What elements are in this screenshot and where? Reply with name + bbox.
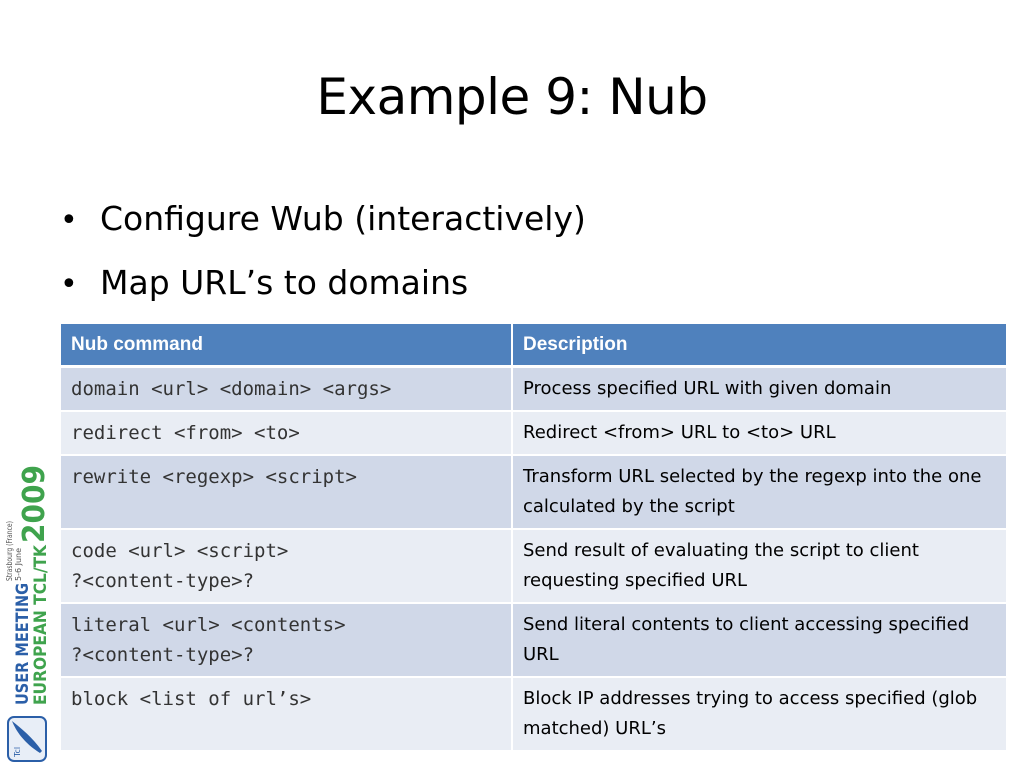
logo-line1: EUROPEAN TCL/TK <box>31 544 50 705</box>
logo-dates: 5-6 June <box>14 548 23 581</box>
tcl-feather-icon: Tcl <box>7 716 47 762</box>
command-line: domain <url> <domain> <args> <box>71 378 392 400</box>
command-line: rewrite <regexp> <script> <box>71 466 357 488</box>
command-line: ?<content-type>? <box>71 644 255 666</box>
command-line: block <list of url’s> <box>71 688 312 710</box>
bullet-list: • Configure Wub (interactively) • Map UR… <box>60 188 586 316</box>
table-row: code <url> <script> ?<content-type>? Sen… <box>61 529 1008 604</box>
logo-place: Strasbourg (France) <box>5 521 14 581</box>
table-row: domain <url> <domain> <args> Process spe… <box>61 366 1008 412</box>
column-header-description: Description <box>512 324 1008 368</box>
command-line: redirect <from> <to> <box>71 422 300 444</box>
command-line: literal <url> <contents> <box>71 614 346 636</box>
table-row: block <list of url’s> Block IP addresses… <box>61 677 1008 752</box>
bullet-item: • Map URL’s to domains <box>60 252 586 316</box>
command-cell: block <list of url’s> <box>61 677 513 752</box>
description-cell: Block IP addresses trying to access spec… <box>512 677 1008 752</box>
description-cell: Send result of evaluating the script to … <box>512 529 1008 604</box>
bullet-text: Configure Wub (interactively) <box>100 199 586 238</box>
table-row: rewrite <regexp> <script> Transform URL … <box>61 455 1008 530</box>
column-header-command: Nub command <box>61 324 513 368</box>
slide-title: Example 9: Nub <box>316 68 708 126</box>
bullet-dot-icon: • <box>60 203 78 238</box>
command-cell: literal <url> <contents> ?<content-type>… <box>61 603 513 678</box>
description-cell: Transform URL selected by the regexp int… <box>512 455 1008 530</box>
conference-logo: EUROPEAN TCL/TK USER MEETING 2009 Strasb… <box>5 465 50 762</box>
description-cell: Process specified URL with given domain <box>512 366 1008 412</box>
command-line: code <url> <script> <box>71 540 289 562</box>
table-header-row: Nub command Description <box>61 324 1008 368</box>
logo-line2: USER MEETING <box>13 583 33 705</box>
bullet-text: Map URL’s to domains <box>100 263 469 302</box>
logo-year: 2009 <box>17 465 50 543</box>
command-cell: domain <url> <domain> <args> <box>61 366 513 412</box>
logo-badge-text: Tcl <box>13 747 22 758</box>
command-cell: redirect <from> <to> <box>61 411 513 456</box>
table-row: literal <url> <contents> ?<content-type>… <box>61 603 1008 678</box>
bullet-item: • Configure Wub (interactively) <box>60 188 586 252</box>
nub-command-table: Nub command Description domain <url> <do… <box>61 324 1008 752</box>
command-cell: code <url> <script> ?<content-type>? <box>61 529 513 604</box>
description-cell: Send literal contents to client accessin… <box>512 603 1008 678</box>
command-cell: rewrite <regexp> <script> <box>61 455 513 530</box>
command-line: ?<content-type>? <box>71 570 255 592</box>
bullet-dot-icon: • <box>60 267 78 302</box>
description-cell: Redirect <from> URL to <to> URL <box>512 411 1008 456</box>
table-row: redirect <from> <to> Redirect <from> URL… <box>61 411 1008 456</box>
